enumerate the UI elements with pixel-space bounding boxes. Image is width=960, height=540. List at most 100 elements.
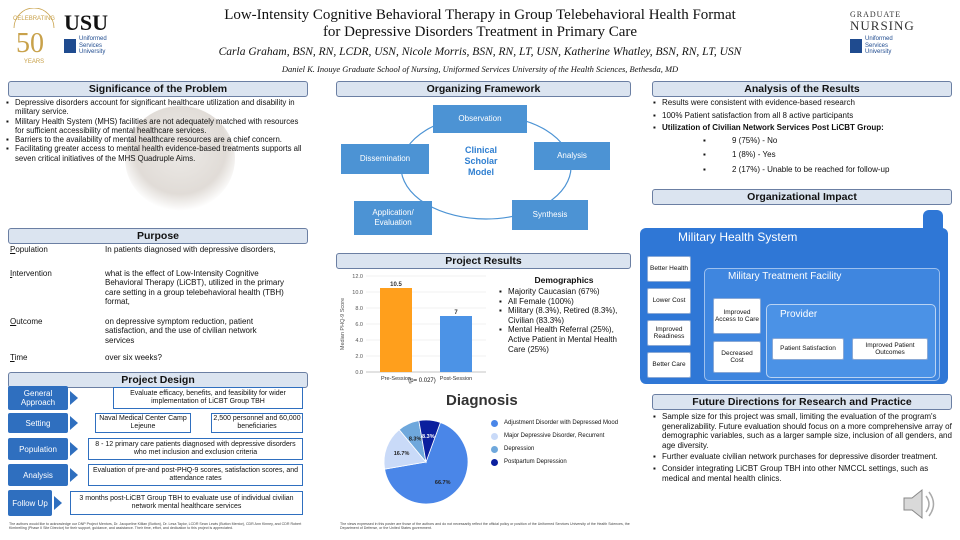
design-arrow [70,442,78,456]
bar-y-axis-label: Median PHQ-9 Score [340,298,346,350]
analysis-bullet: Utilization of Civilian Network Services… [652,123,957,133]
legend-swatch [491,446,498,453]
legend-label: Depression [504,446,535,452]
analysis-sublist: 9 (75%) - No 1 (8%) - Yes 2 (17%) - Unab… [702,136,957,175]
future-directions-header: Future Directions for Research and Pract… [652,394,952,410]
bar-y-tick-label: 0.0 [355,370,363,376]
gn-sub-2: Services [865,42,889,49]
affiliation: Daniel K. Inouye Graduate School of Nurs… [281,64,679,74]
significance-bullet: Depressive disorders account for signifi… [5,98,307,117]
celebrating-50-years-logo: CELEBRATING 50 YEARS [8,7,60,68]
analysis-subitem: 9 (75%) - No [702,136,957,146]
framework-node-application-evaluation: Application/ Evaluation [354,201,432,235]
mhs-item-improved-readiness: Improved Readiness [647,320,691,346]
design-box-follow-up: 3 months post-LiCBT Group TBH to evaluat… [70,491,303,515]
gn-sub-3: University [865,49,892,55]
title-line-1: Low-Intensity Cognitive Behavioral Thera… [224,7,736,23]
framework-node-synthesis: Synthesis [512,200,588,230]
future-list: Sample size for this project was small, … [652,412,952,483]
legend-swatch [491,420,498,427]
demographics-section: Demographics Majority Caucasian (67%) Al… [498,275,630,354]
bar-mark [440,316,472,372]
gn-nursing-text: Nursing [850,18,915,33]
organizing-framework-header: Organizing Framework [336,81,631,97]
framework-center-line: Clinical [464,145,497,155]
framework-center-label: Clinical Scholar Model [451,145,511,178]
design-box-setting-site: Naval Medical Center Camp Lejeune [95,413,191,433]
framework-center-line: Model [468,167,494,177]
demographics-item: Mental Health Referral (25%), Active Pat… [498,325,630,354]
usu-shield-icon [64,38,76,53]
design-label-analysis: Analysis [8,464,68,486]
acknowledgement-footnote: The authors would like to acknowledge ou… [9,522,302,531]
pie-slice [384,422,469,505]
design-box-analysis: Evaluation of pre-and post-PHQ-9 scores,… [88,464,303,486]
analysis-bullet: 100% Patient satisfaction from all 8 act… [652,111,957,121]
design-label-general-approach: General Approach [8,386,68,410]
significance-list: Depressive disorders account for signifi… [5,98,307,163]
mhs-scroll-curl [923,210,943,234]
purpose-key: Population [10,245,48,254]
future-bullet: Consider integrating LiCBT Group TBH int… [652,464,952,483]
purpose-table: Population In patients diagnosed with de… [10,245,310,362]
design-box-population: 8 - 12 primary care patients diagnosed w… [88,438,303,460]
mtf-item-access: Improved Access to Care [713,298,761,334]
project-design-diagram: General Approach Evaluate efficacy, bene… [8,386,313,520]
provider-item-outcomes: Improved Patient Outcomes [852,338,928,360]
purpose-value: In patients diagnosed with depressive di… [105,245,276,254]
organizational-impact-header: Organizational Impact [652,189,952,205]
bar-category-label: Post-Session [440,376,472,382]
diagnosis-pie-svg: 66.7%16.7%8.3%8.3% [383,419,469,505]
analysis-list: Results were consistent with evidence-ba… [652,98,957,133]
demographics-item: Majority Caucasian (67%) [498,287,630,297]
mhs-items: Better Health Lower Cost Improved Readin… [647,253,702,381]
provider-title: Provider [780,309,818,320]
gn-sub-1: Uniformed [865,36,893,42]
pie-slice [383,429,427,470]
bar-data-label: 7 [454,310,458,316]
bar-y-tick-label: 6.0 [355,322,363,328]
title-line-2: for Depressive Disorders Treatment in Pr… [322,24,638,40]
disclaimer-footnote: The views expressed in this poster are t… [340,522,630,531]
design-label-population: Population [8,438,68,460]
organizational-impact-diagram: Military Health System Better Health Low… [640,208,958,386]
demographics-item: Military (8.3%), Retired (8.3%), Civilia… [498,306,630,325]
pie-data-label: 8.3% [422,434,435,440]
diagnosis-chart-title: Diagnosis [446,392,518,409]
usu-sub-3: University [79,49,106,55]
pie-slice [418,419,441,464]
speaker-audio-button[interactable] [898,486,938,522]
framework-node-observation: Observation [433,105,527,133]
mtf-item-cost: Decreased Cost [713,341,761,373]
design-label-setting: Setting [8,413,68,433]
diagnosis-pie-chart: Diagnosis 66.7%16.7%8.3%8.3% Adjustment … [336,390,636,520]
purpose-row: Outcome on depressive symptom reduction,… [10,317,310,353]
legend-swatch [491,433,498,440]
pie-data-label: 8.3% [409,436,422,442]
usu-sub-2: Services [79,42,103,49]
diagnosis-legend-item: Postpartum Depression [491,459,631,466]
analysis-subitem: 1 (8%) - Yes [702,150,957,160]
mhs-item-lower-cost: Lower Cost [647,288,691,314]
future-bullet: Further evaluate civilian network purcha… [652,452,952,462]
purpose-key: Outcome [10,317,43,326]
project-results-header: Project Results [336,253,631,269]
bar-mark [380,288,412,372]
mhs-item-better-health: Better Health [647,256,691,282]
significance-bullet: Facilitating greater access to mental he… [5,144,307,163]
p-value-label: (p= 0.027) [408,378,436,384]
usu-logo-text: USU [64,10,109,35]
legend-label: Postpartum Depression [504,459,567,465]
design-box-setting-size: 2,500 personnel and 60,000 beneficiaries [211,413,303,433]
significance-section: Depressive disorders account for signifi… [5,96,311,211]
usu-sub-1: Uniformed [79,36,107,42]
analysis-section: Results were consistent with evidence-ba… [652,98,957,175]
gn-graduate-text: Graduate [850,10,902,19]
design-arrow [70,468,78,482]
significance-header: Significance of the Problem [8,81,308,97]
logo-celebrating-text: CELEBRATING [13,16,55,22]
design-arrow [70,416,78,430]
analysis-header: Analysis of the Results [652,81,952,97]
